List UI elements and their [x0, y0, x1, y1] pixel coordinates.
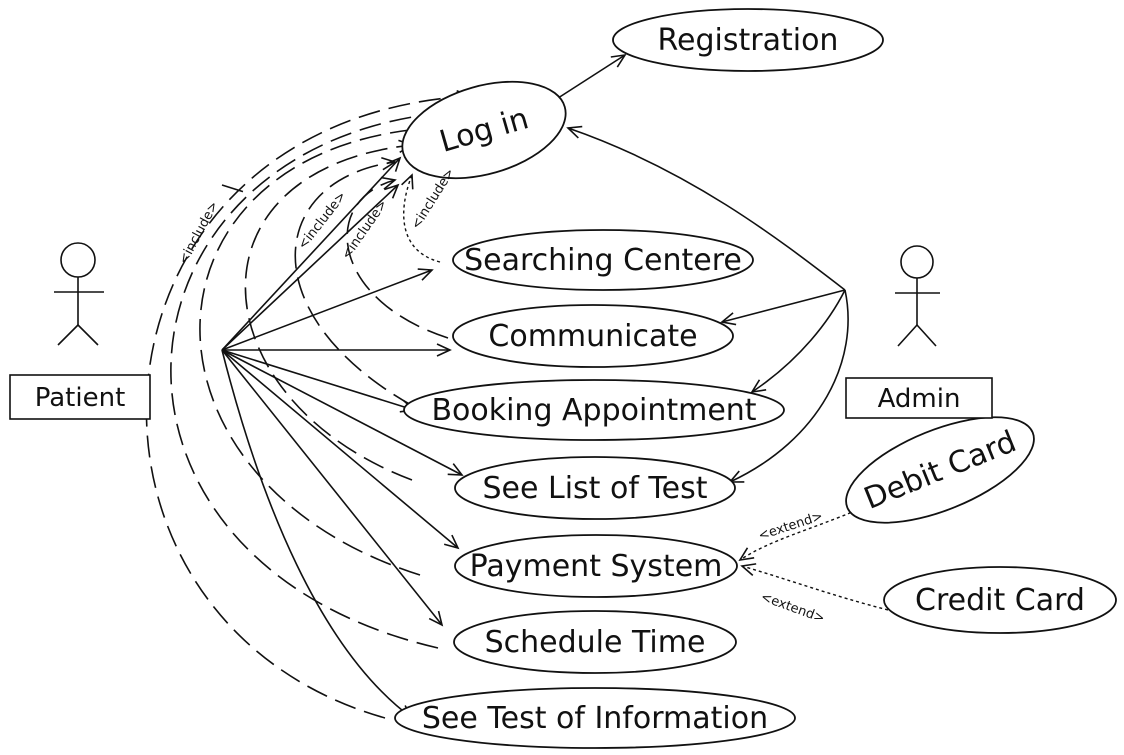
use-case-booking-appointment[interactable]: Booking Appointment: [403, 379, 785, 441]
patient-label: Patient: [35, 383, 126, 413]
payment-system-label: Payment System: [470, 549, 723, 584]
registration-label: Registration: [658, 23, 839, 58]
searching-centere-label: Searching Centere: [464, 243, 742, 278]
use-case-registration[interactable]: Registration: [612, 8, 884, 72]
actor-admin[interactable]: Admin: [845, 245, 993, 419]
use-case-see-list-of-test[interactable]: See List of Test: [454, 456, 736, 520]
actor-patient[interactable]: Patient: [9, 242, 151, 420]
include-label-3: <include>: [339, 197, 391, 262]
use-case-searching-centere[interactable]: Searching Centere: [452, 229, 754, 291]
booking-appointment-label: Booking Appointment: [431, 393, 756, 428]
schedule-time-label: Schedule Time: [485, 625, 706, 660]
use-case-see-test-of-information[interactable]: See Test of Information: [394, 687, 796, 749]
extend-label-debit: <extend>: [757, 509, 825, 544]
use-case-payment-system[interactable]: Payment System: [454, 534, 738, 598]
use-case-credit-card[interactable]: Credit Card: [883, 566, 1117, 634]
see-test-of-information-label: See Test of Information: [422, 701, 768, 736]
see-list-of-test-label: See List of Test: [483, 471, 708, 506]
communicate-label: Communicate: [488, 319, 697, 354]
credit-card-label: Credit Card: [915, 583, 1085, 618]
extend-label-credit: <extend>: [759, 590, 827, 627]
extend-relations: [738, 507, 889, 611]
login-registration-link: [554, 53, 627, 101]
patient-associations: [221, 156, 464, 720]
admin-associations: [566, 125, 849, 483]
use-case-login[interactable]: Log in: [391, 65, 577, 196]
admin-label: Admin: [878, 384, 961, 414]
patient-stick-figure-icon: [54, 242, 104, 346]
admin-stick-figure-icon: [895, 245, 940, 347]
use-case-schedule-time[interactable]: Schedule Time: [453, 610, 737, 674]
use-case-communicate[interactable]: Communicate: [452, 304, 734, 368]
